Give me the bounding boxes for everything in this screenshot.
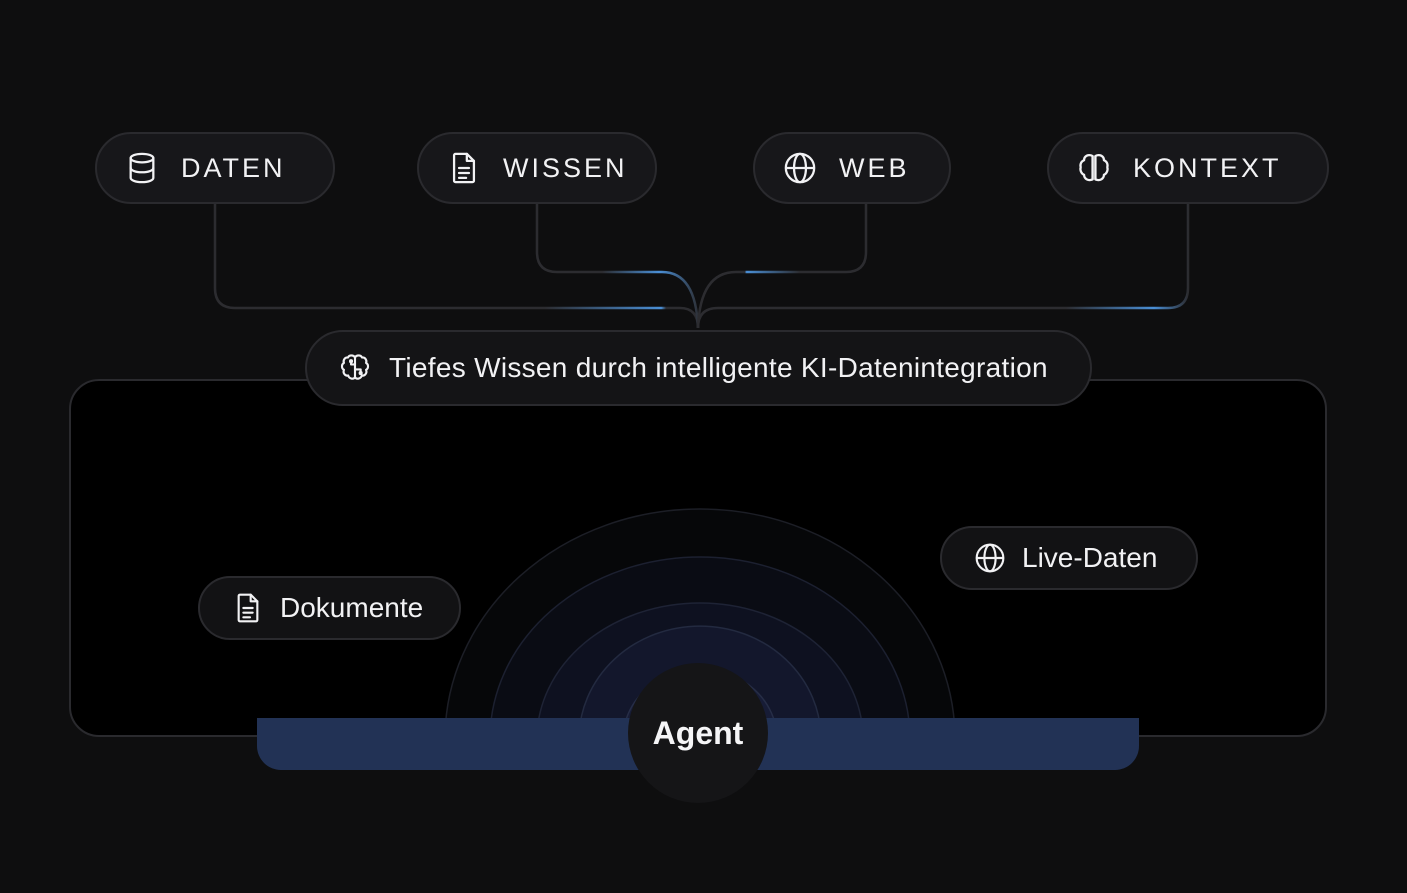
source-pill-kontext[interactable]: KONTEXT — [1047, 132, 1329, 204]
satellite-label: Dokumente — [280, 592, 424, 623]
document-icon — [232, 592, 264, 624]
database-icon — [125, 151, 159, 185]
brain-icon — [1077, 151, 1111, 185]
agent-node[interactable]: Agent — [628, 663, 768, 803]
connector-wissen — [535, 204, 700, 329]
connector-web — [696, 204, 868, 329]
agent-label: Agent — [652, 714, 744, 751]
connector-kontext — [696, 204, 1190, 329]
document-icon — [447, 151, 481, 185]
source-pill-web[interactable]: WEB — [753, 132, 951, 204]
globe-icon — [974, 542, 1006, 574]
source-pill-wissen[interactable]: WISSEN — [417, 132, 657, 204]
source-label: WEB — [839, 152, 910, 183]
brain-circuit-icon — [337, 350, 373, 386]
headline-pill: Tiefes Wissen durch intelligente KI-Date… — [305, 330, 1092, 406]
source-label: WISSEN — [503, 152, 628, 183]
connector-daten — [213, 204, 700, 329]
source-pill-daten[interactable]: DATEN — [95, 132, 335, 204]
satellite-pill-live-daten[interactable]: Live-Daten — [940, 526, 1198, 590]
source-label: KONTEXT — [1133, 152, 1282, 183]
globe-icon — [783, 151, 817, 185]
satellite-pill-dokumente[interactable]: Dokumente — [198, 576, 461, 640]
source-label: DATEN — [181, 152, 286, 183]
headline-text: Tiefes Wissen durch intelligente KI-Date… — [389, 352, 1048, 383]
satellite-label: Live-Daten — [1022, 542, 1158, 573]
